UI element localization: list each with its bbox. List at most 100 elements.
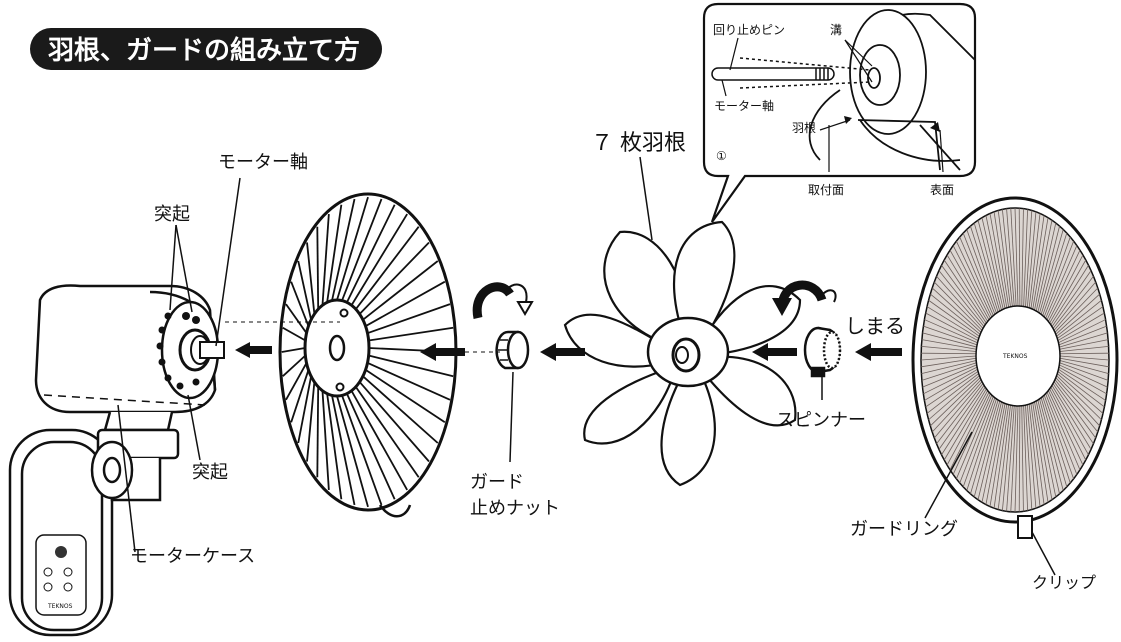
guard-ring-spoke (1030, 215, 1045, 309)
guard-ring-spoke (1051, 270, 1092, 327)
guard-spoke (341, 395, 383, 506)
guard-ring-spoke (981, 217, 1004, 310)
guard-ring-spoke (920, 355, 977, 361)
guard-ring-spoke (931, 287, 982, 333)
guard-spoke (368, 326, 454, 342)
guard-ring-spoke (1046, 391, 1081, 471)
guard-ring-spoke (949, 249, 990, 321)
part-labels: モーター軸 突起 突起 モーターケース ガード 止めナット ７ 枚羽根 スピンナ… (130, 131, 1096, 592)
label-blades: ７ 枚羽根 (591, 131, 686, 156)
guard-ring-spoke (1054, 287, 1099, 333)
label-spinner: スピンナー (776, 410, 866, 431)
guard-ring-spoke (1021, 208, 1024, 307)
guard-ring-spoke (1059, 332, 1108, 348)
guard-ring-spoke (985, 215, 1006, 309)
guard-spoke (290, 369, 310, 423)
inset-number: ① (716, 149, 727, 163)
guard-ring-spoke (930, 377, 981, 427)
guard-ring-spoke (1047, 390, 1084, 466)
guard-ring-spoke (977, 401, 1002, 500)
rear-guard (278, 192, 458, 518)
guard-ring-spoke (1049, 259, 1087, 324)
guard-spoke (355, 386, 420, 478)
guard-nut (495, 330, 530, 370)
guard-ring-spoke (1057, 373, 1104, 414)
guard-ring-spoke (1051, 385, 1092, 450)
guard-ring-spoke (1043, 394, 1074, 479)
guard-ring-spoke (966, 398, 997, 491)
guard-ring-spoke (946, 254, 988, 322)
guard-ring-spoke (925, 312, 979, 341)
inset-label-lock-pin: 回り止めピン (713, 23, 785, 37)
guard-ring-spoke (1058, 325, 1107, 346)
guard-ring-spoke (938, 270, 985, 327)
inset-label-front-face: 表面 (930, 183, 954, 197)
guard-ring-spoke (973, 400, 1001, 498)
spinner (803, 326, 842, 378)
guard-ring-spoke (921, 362, 977, 381)
guard-ring-spoke (946, 390, 988, 466)
guard-ring-spoke (921, 360, 977, 375)
guard-spoke (297, 376, 312, 444)
guard-spoke (316, 226, 320, 310)
guard-ring-spoke (1050, 265, 1089, 326)
guard-ring-spoke (1025, 405, 1033, 510)
guard-ring-spoke (943, 388, 987, 461)
guard-spoke (326, 393, 343, 500)
guard-ring-spoke (923, 366, 978, 395)
guard-spoke (336, 395, 369, 508)
guard-ring-spoke (970, 226, 999, 313)
guard-ring-spoke (981, 402, 1004, 503)
guard-ring-spoke (1057, 306, 1104, 339)
guard-spoke (282, 354, 307, 377)
guard-ring-spoke (1042, 396, 1071, 484)
guard-ring-spoke (1028, 213, 1041, 308)
guard-ring-spoke (1058, 368, 1106, 401)
guard-spoke (358, 381, 430, 463)
guard-spoke (326, 204, 343, 303)
guard-ring-spoke (1053, 281, 1096, 331)
guard-spoke (367, 362, 451, 401)
guard-ring-spoke (966, 229, 997, 314)
guard-spoke (281, 347, 306, 353)
leader-lines (117, 156, 1056, 576)
guard-ring-spoke (1018, 208, 1021, 307)
guard-ring-spoke (1045, 393, 1078, 475)
guard-spoke (362, 260, 439, 321)
guard-ring-spoke (1001, 405, 1013, 511)
guard-ring-spoke (959, 236, 994, 316)
guard-ring-spoke (924, 319, 978, 344)
guard-ring-spoke (1039, 229, 1064, 314)
guard-ring-spoke (1006, 208, 1015, 307)
guard-spoke (316, 386, 320, 478)
guard-ring-spoke (1034, 220, 1053, 311)
guard-ring-spoke (1057, 312, 1105, 341)
guard-ring-spoke (970, 399, 999, 494)
guard-ring-spoke (1054, 379, 1099, 433)
guard-ring-spoke (1052, 383, 1094, 444)
guard-ring-spoke (1059, 364, 1108, 388)
guard-ring-spoke (956, 394, 993, 479)
guard-spoke (331, 395, 356, 506)
guard-ring-spoke (1028, 404, 1041, 507)
assembly-arrows (235, 342, 902, 361)
arrow-left-icon (855, 343, 902, 361)
guard-ring-spoke (1006, 405, 1015, 512)
guard-ring-spoke (1059, 352, 1109, 355)
rotate-arrow-icon-spinner (772, 280, 837, 316)
guard-ring-spoke (922, 364, 977, 388)
guard-ring-spoke (1045, 245, 1078, 319)
motor-case (34, 284, 225, 502)
guard-ring-spoke (956, 240, 993, 318)
guard-ring-spoke (952, 393, 991, 475)
title-pill (30, 28, 382, 70)
guard-spoke (321, 390, 330, 491)
guard-spoke (365, 369, 446, 424)
guard-spoke (285, 362, 308, 401)
label-guard-nut-2: 止めナット (470, 498, 560, 519)
guard-ring-spoke (1059, 339, 1109, 350)
guard-ring-spoke (1034, 401, 1053, 500)
guard-ring-spoke (1035, 222, 1057, 312)
title-banner: 羽根、ガードの組み立て方 (30, 28, 382, 70)
guard-spoke (306, 381, 316, 462)
